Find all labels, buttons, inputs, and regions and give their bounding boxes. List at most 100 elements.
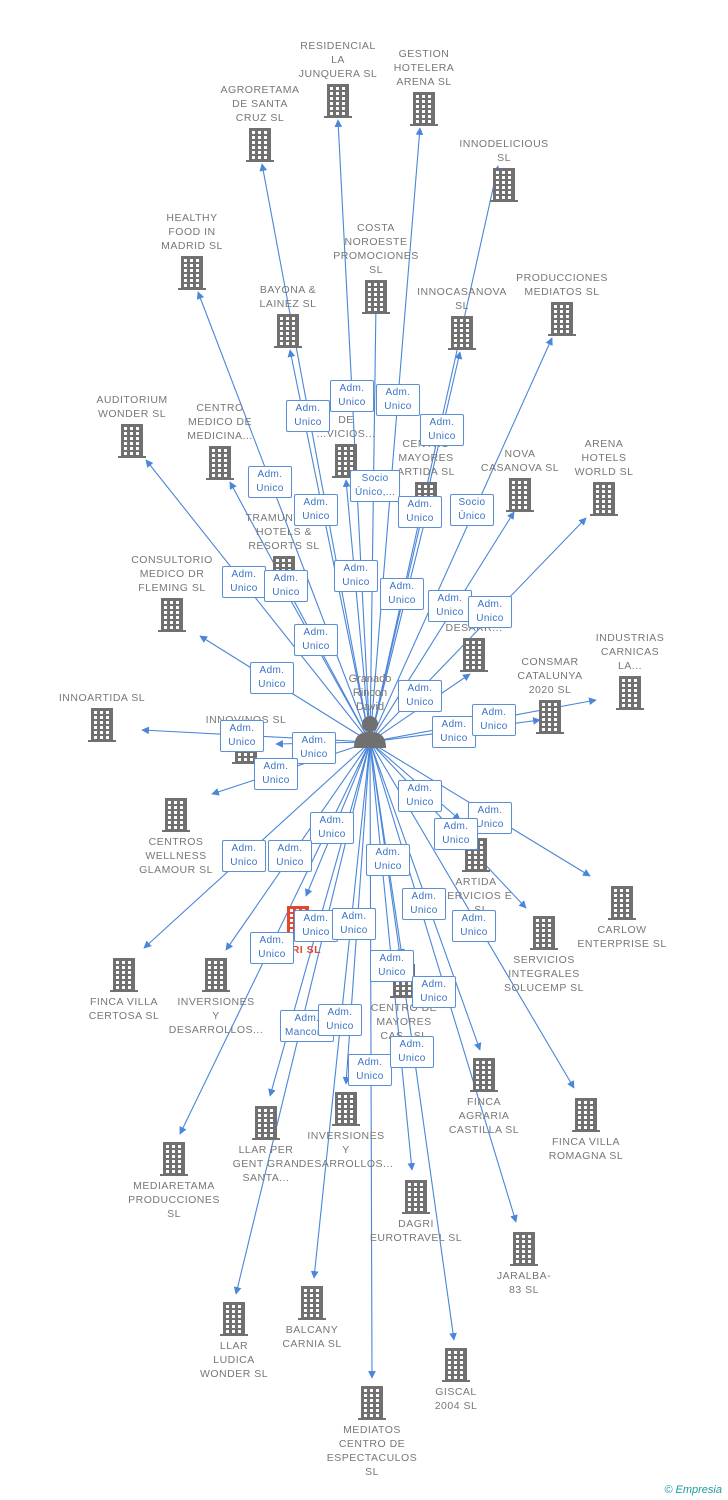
relation-label[interactable]: Socio Único,...: [350, 470, 401, 502]
building-icon: [158, 598, 186, 632]
company-node-fincaagraria[interactable]: FINCA AGRARIA CASTILLA SL: [436, 1058, 532, 1137]
company-node-arena[interactable]: ARENA HOTELS WORLD SL: [556, 437, 652, 516]
relation-label[interactable]: Adm. Unico: [318, 1004, 362, 1036]
relation-label[interactable]: Adm. Unico: [412, 976, 456, 1008]
building-icon: [160, 1142, 188, 1176]
relation-label[interactable]: Adm. Unico: [264, 570, 308, 602]
relation-label[interactable]: Adm. Unico: [248, 466, 292, 498]
company-node-auditorium[interactable]: AUDITORIUM WONDER SL: [84, 393, 180, 458]
relation-label[interactable]: Adm. Unico: [294, 494, 338, 526]
relation-label[interactable]: Adm. Unico: [376, 384, 420, 416]
relation-label[interactable]: Adm. Unico: [398, 780, 442, 812]
relation-label[interactable]: Adm. Unico: [468, 596, 512, 628]
company-node-industrias[interactable]: INDUSTRIAS CARNICAS LA...: [582, 631, 678, 710]
company-node-dagri[interactable]: DAGRI EUROTRAVEL SL: [368, 1180, 464, 1245]
relation-label[interactable]: Adm. Unico: [330, 380, 374, 412]
company-node-centromedico[interactable]: CENTRO MEDICO DE MEDICINA...: [172, 401, 268, 480]
edge-centromayoresartida: [369, 515, 429, 743]
person-name: Granado Rincon David: [349, 672, 392, 714]
company-name: ARENA HOTELS WORLD SL: [574, 438, 634, 478]
relation-label[interactable]: Adm. Unico: [472, 704, 516, 736]
company-node-fincaromagna[interactable]: FINCA VILLA ROMAGNA SL: [538, 1098, 634, 1163]
brand-name[interactable]: Empresia: [675, 1484, 722, 1496]
relation-label[interactable]: Adm. Unico: [294, 910, 338, 942]
relation-label[interactable]: Adm. Unico: [452, 910, 496, 942]
relation-label[interactable]: Adm. Unico: [434, 818, 478, 850]
company-node-innoartida[interactable]: INNOARTIDA SL: [54, 691, 150, 742]
relation-label[interactable]: Adm. Unico: [250, 662, 294, 694]
relation-label[interactable]: Adm. Unico: [428, 590, 472, 622]
company-name: FINCA VILLA CERTOSA SL: [88, 996, 160, 1022]
building-icon: [202, 958, 230, 992]
relation-label[interactable]: Adm. Unico: [370, 950, 414, 982]
relation-label[interactable]: Adm. Unico: [334, 560, 378, 592]
company-node-servicios[interactable]: CO... DE ...VICIOS...: [298, 399, 394, 478]
company-node-jaralba[interactable]: JARALBA- 83 SL: [476, 1232, 572, 1297]
company-node-giscal[interactable]: GISCAL 2004 SL: [408, 1348, 504, 1413]
relation-label[interactable]: Adm. Unico: [292, 732, 336, 764]
company-node-costa[interactable]: COSTA NOROESTE PROMOCIONES SL: [328, 221, 424, 314]
relation-label[interactable]: Adm. Unico: [398, 680, 442, 712]
building-icon: [178, 256, 206, 290]
company-node-balcany[interactable]: BALCANY CARNIA SL: [264, 1286, 360, 1351]
company-node-artida[interactable]: ARTIDA SERVICIOS E ...SL: [428, 838, 524, 917]
relation-label[interactable]: Adm. Unico: [402, 888, 446, 920]
building-icon: [252, 1106, 280, 1140]
relation-label[interactable]: Adm. Unico: [220, 720, 264, 752]
relation-label[interactable]: Adm. Unico: [390, 1036, 434, 1068]
relation-label[interactable]: Adm. Unico: [222, 840, 266, 872]
relation-label[interactable]: Adm. Unico: [420, 414, 464, 446]
relation-label[interactable]: Adm. Unico: [310, 812, 354, 844]
building-icon: [448, 316, 476, 350]
company-node-consultorio[interactable]: CONSULTORIO MEDICO DR FLEMING SL: [124, 553, 220, 632]
company-node-gestion[interactable]: GESTION HOTELERA ARENA SL: [376, 47, 472, 126]
edge-tramuntana: [285, 591, 371, 743]
company-node-healthy[interactable]: HEALTHY FOOD IN MADRID SL: [144, 211, 240, 290]
company-node-carlow[interactable]: CARLOW ENTERPRISE SL: [574, 886, 670, 951]
company-node-innocasanova[interactable]: INNOCASANOVA SL: [414, 285, 510, 350]
relation-label[interactable]: Adm. Unico: [222, 566, 266, 598]
company-node-consmar[interactable]: CONSMAR CATALUNYA 2020 SL: [502, 655, 598, 734]
relation-label[interactable]: Adm. Unico: [380, 578, 424, 610]
company-node-inversiones2[interactable]: INVERSIONES Y DESARROLLOS...: [298, 1092, 394, 1171]
relation-label[interactable]: Adm. Unico: [268, 840, 312, 872]
person-node[interactable]: Granado Rincon David: [338, 672, 402, 748]
building-icon: [510, 1232, 538, 1266]
relation-label[interactable]: Adm. Unico: [294, 624, 338, 656]
building-icon: [442, 1348, 470, 1382]
company-node-fincacertosa[interactable]: FINCA VILLA CERTOSA SL: [76, 958, 172, 1023]
company-node-inversiones1[interactable]: INVERSIONES Y DESARROLLOS...: [168, 958, 264, 1037]
company-name: DAGRI EUROTRAVEL SL: [369, 1218, 463, 1244]
company-node-llarludica[interactable]: LLAR LUDICA WONDER SL: [186, 1302, 282, 1381]
relation-label[interactable]: Adm. Unico: [398, 496, 442, 528]
company-name: AGRORETAMA DE SANTA CRUZ SL: [220, 84, 300, 124]
relation-label[interactable]: Adm. Unico: [250, 932, 294, 964]
relation-label[interactable]: Socio Único: [450, 494, 494, 526]
company-node-residencial[interactable]: RESIDENCIAL LA JUNQUERA SL: [290, 39, 386, 118]
person-name-line: David: [355, 701, 385, 713]
company-node-bayona[interactable]: BAYONA & LAINEZ SL: [240, 283, 336, 348]
relation-label[interactable]: Adm. Unico: [432, 716, 476, 748]
company-node-agroretama[interactable]: AGRORETAMA DE SANTA CRUZ SL: [212, 83, 308, 162]
company-node-nova[interactable]: NOVA CASANOVA SL: [472, 447, 568, 512]
company-node-mediatos[interactable]: MEDIATOS CENTRO DE ESPECTACULOS SL: [324, 1386, 420, 1479]
relation-label[interactable]: Adm. Unico: [348, 1054, 392, 1086]
company-name: CARLOW ENTERPRISE SL: [577, 924, 667, 950]
company-name: JARALBA- 83 SL: [496, 1270, 552, 1296]
building-icon: [506, 478, 534, 512]
company-node-innodelicious[interactable]: INNODELICIOUS SL: [456, 137, 552, 202]
company-name: HEALTHY FOOD IN MADRID SL: [161, 212, 223, 252]
company-node-mediaretama[interactable]: MEDIARETAMA PRODUCCIONES SL: [126, 1142, 222, 1221]
company-node-centroswellness[interactable]: CENTROS WELLNESS GLAMOUR SL: [128, 798, 224, 877]
building-icon: [616, 676, 644, 710]
company-node-producciones[interactable]: PRODUCCIONES MEDIATOS SL: [514, 271, 610, 336]
company-node-servicioscemp[interactable]: SERVICIOS INTEGRALES SOLUCEMP SL: [496, 916, 592, 995]
relation-label[interactable]: Adm. Unico: [332, 908, 376, 940]
company-node-llarper[interactable]: LLAR PER GENT GRAN SANTA...: [218, 1106, 314, 1185]
relation-label[interactable]: Adm. Unico: [254, 758, 298, 790]
company-name: BAYONA & LAINEZ SL: [259, 284, 317, 310]
building-icon: [572, 1098, 600, 1132]
relation-label[interactable]: Adm. Unico: [366, 844, 410, 876]
relation-label[interactable]: Adm. Unico: [286, 400, 330, 432]
company-name: FINCA AGRARIA CASTILLA SL: [448, 1096, 520, 1136]
